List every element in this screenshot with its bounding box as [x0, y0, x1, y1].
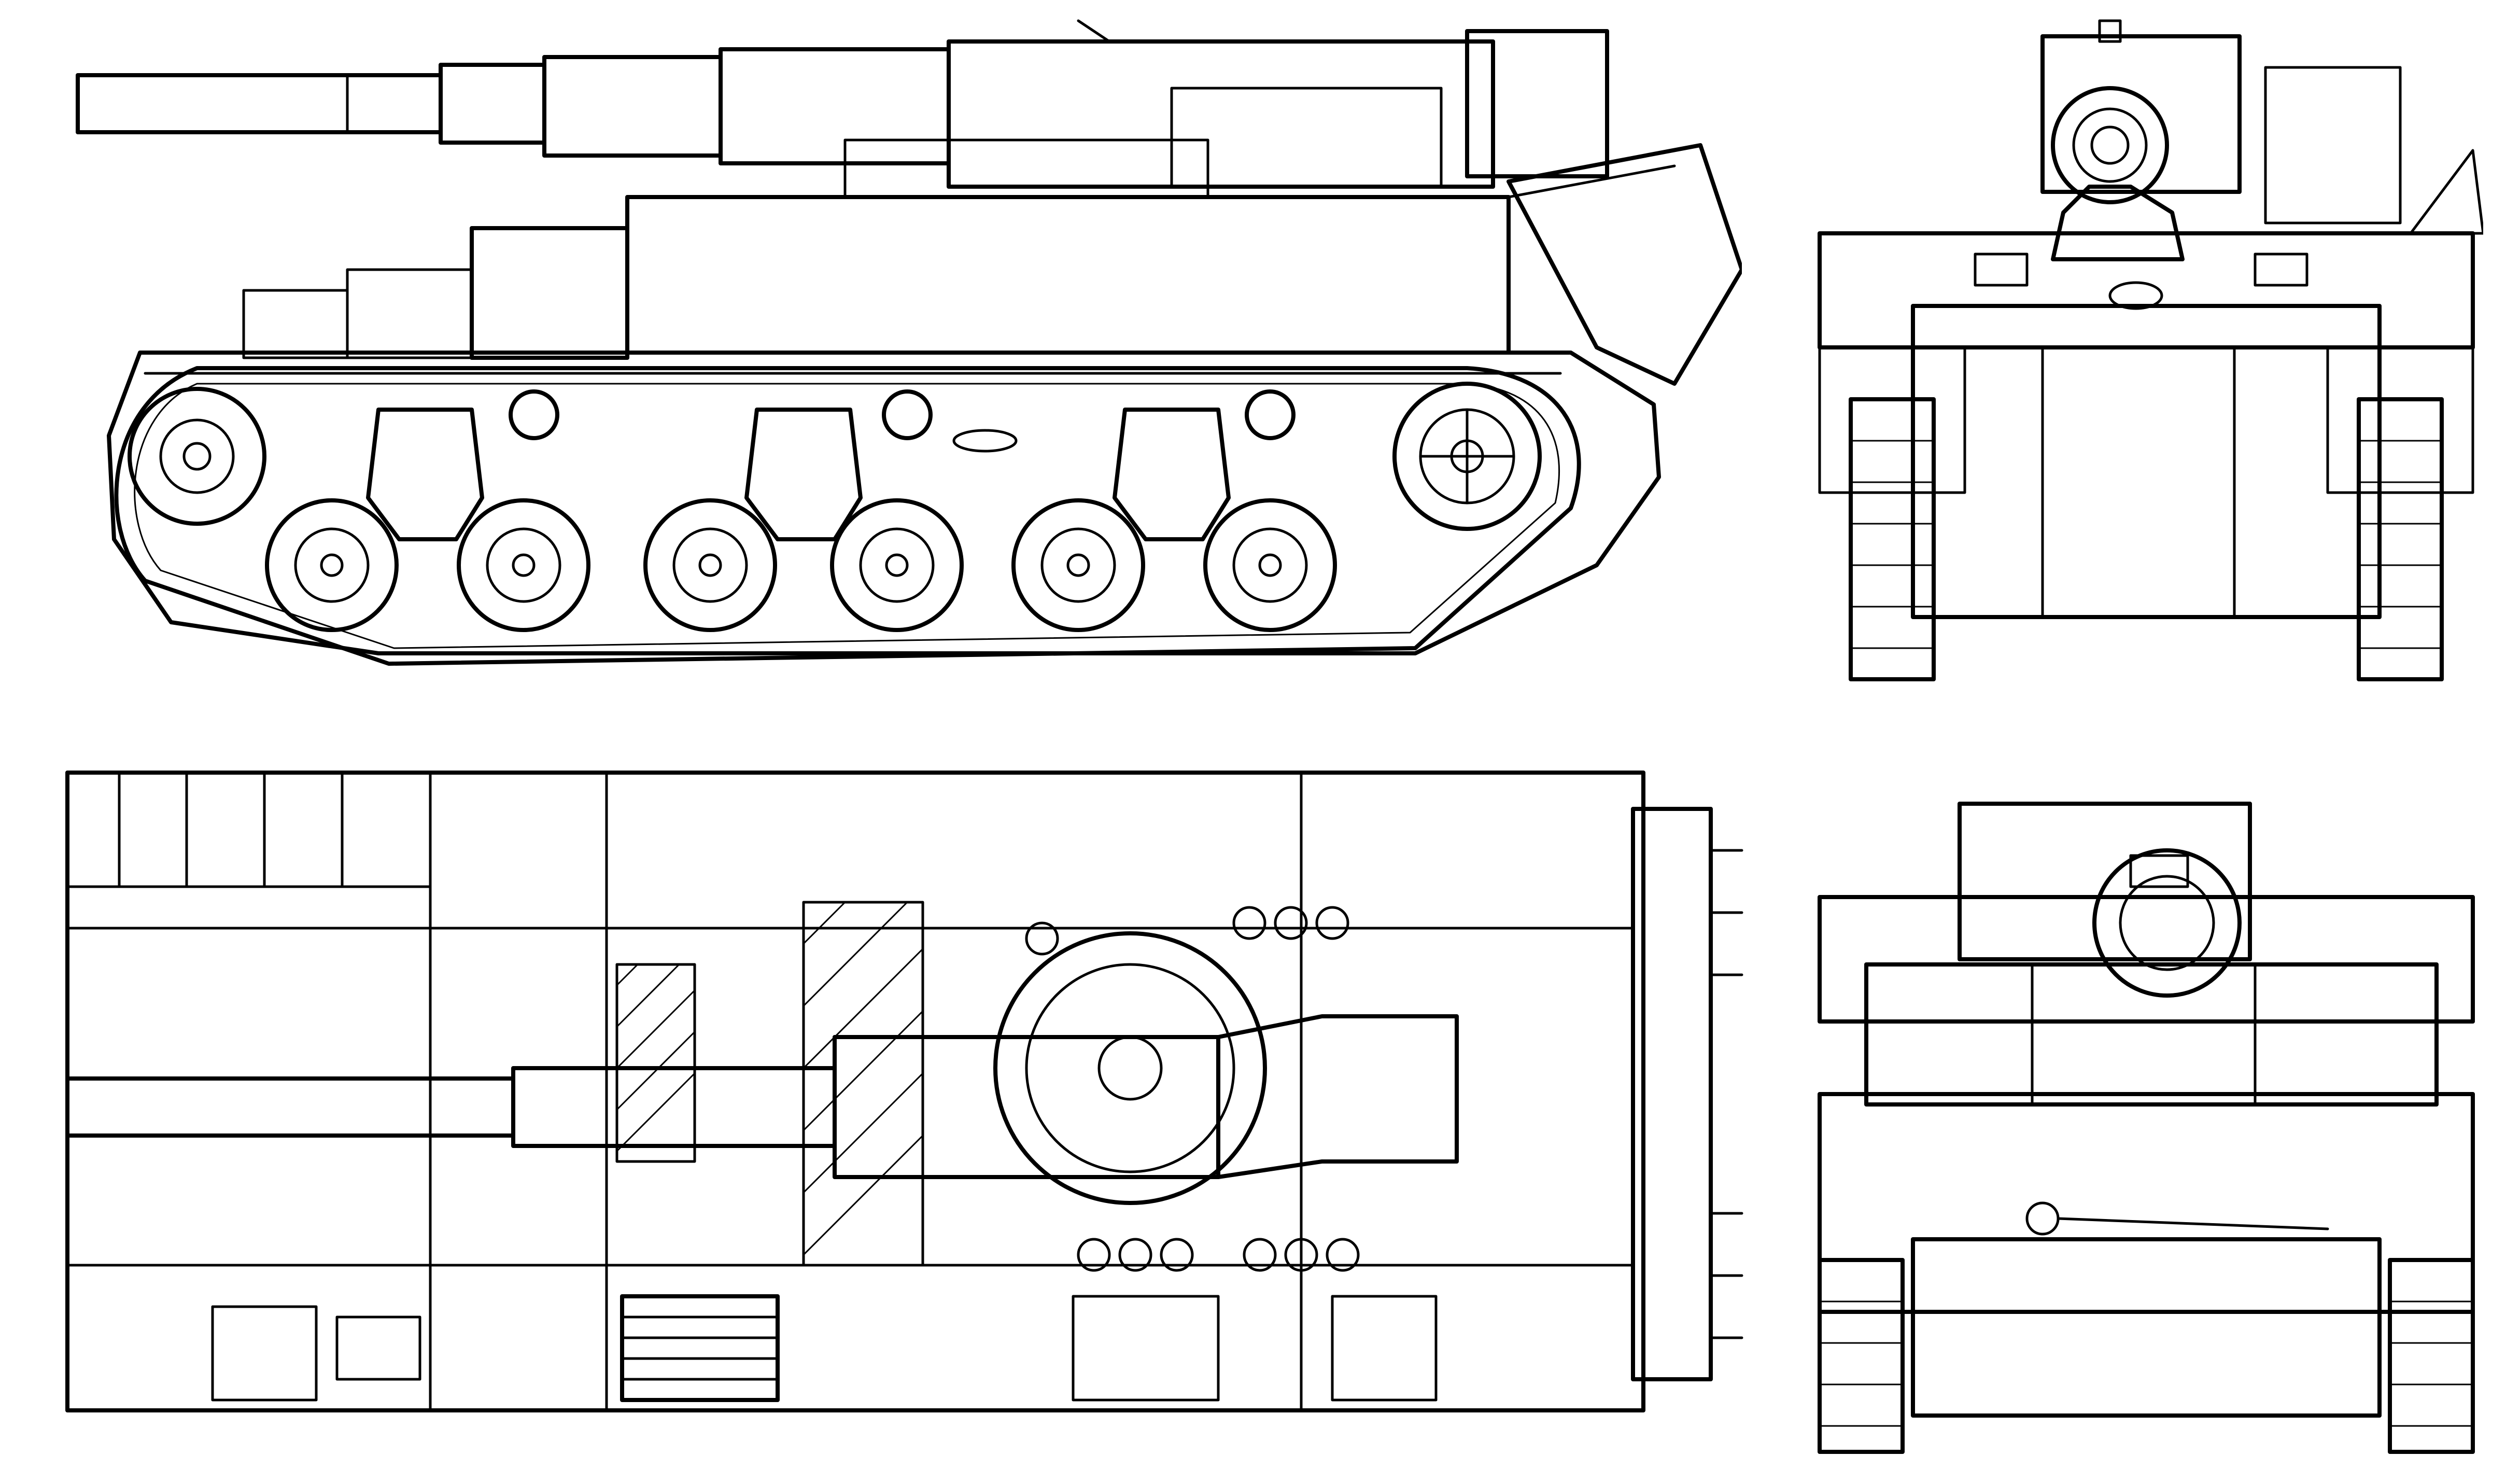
- top-turntable: [993, 931, 1267, 1205]
- rear-elevation-view: [1809, 793, 2483, 1457]
- side-gun-barrel: [76, 47, 951, 165]
- side-bogie-brackets: [366, 408, 1231, 541]
- rear-hull: [1818, 895, 2475, 1418]
- side-return-rollers: [509, 389, 1296, 453]
- front-hull: [1818, 231, 2475, 619]
- side-hull-superstructure: [242, 143, 1742, 386]
- front-right-track: [2357, 397, 2444, 681]
- rear-right-track: [2388, 1258, 2475, 1454]
- top-rear-engine-deck: [66, 771, 432, 1402]
- top-ammo-crates: [620, 1294, 1438, 1402]
- rear-gun-breech: [1958, 802, 2252, 998]
- front-elevation-view: [1809, 16, 2483, 684]
- side-gun-breech: [843, 19, 1609, 199]
- top-crosshatch-floor: [615, 901, 924, 1267]
- side-elevation-view: [67, 10, 1742, 695]
- front-gun-mount: [2040, 19, 2402, 261]
- front-left-track: [1849, 397, 1936, 681]
- top-ready-rounds: [1025, 906, 1360, 1272]
- side-track: [114, 366, 1581, 666]
- top-hull-outline: [65, 771, 1713, 1412]
- front-fenders: [1818, 149, 2483, 494]
- side-road-wheels: [265, 498, 1337, 632]
- top-plan-view: [57, 747, 1768, 1436]
- side-idler-wheel: [1392, 382, 1542, 531]
- top-gun-barrel: [65, 1014, 1459, 1179]
- top-front-towing-pins: [1709, 849, 1743, 1339]
- side-drive-sprocket: [128, 387, 266, 526]
- rear-left-track: [1818, 1258, 1905, 1454]
- side-hull-lower: [107, 351, 1661, 655]
